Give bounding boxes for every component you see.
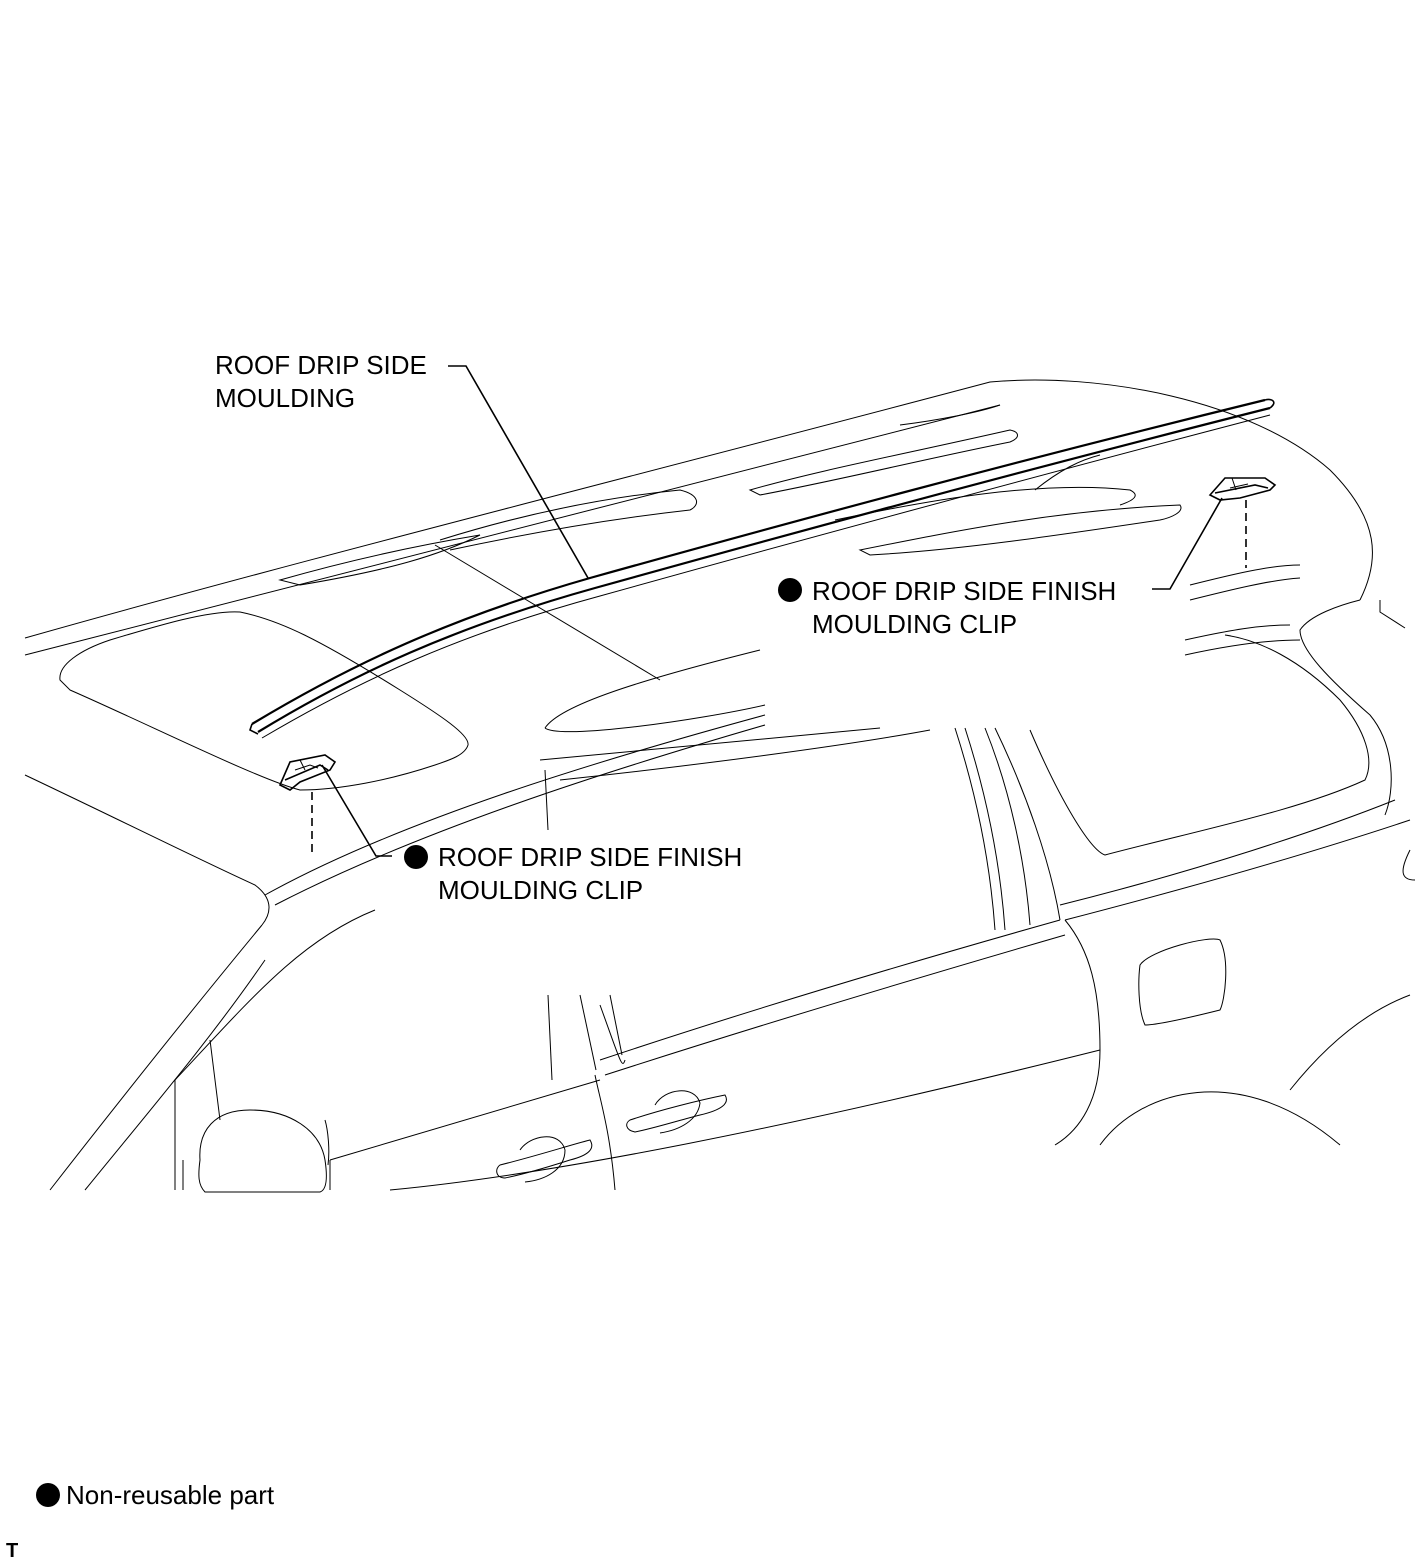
moulding-label-line1: ROOF DRIP SIDE — [215, 350, 427, 380]
clip-left-callout: ROOF DRIP SIDE FINISH MOULDING CLIP — [438, 841, 742, 907]
clip-left-label-line2: MOULDING CLIP — [438, 875, 644, 905]
roof-panels — [59, 404, 1182, 791]
black-dot-icon — [36, 1483, 60, 1507]
clip-left-part — [278, 754, 337, 791]
legend: Non-reusable part — [36, 1480, 274, 1510]
roof-drip-side-moulding-part — [249, 398, 1275, 739]
clip-right-label-line1: ROOF DRIP SIDE FINISH — [812, 576, 1117, 606]
non-reusable-dot-icon — [778, 578, 802, 602]
door-handles — [496, 1090, 727, 1183]
non-reusable-dot-icon — [404, 845, 428, 869]
clip-right-part — [1208, 477, 1277, 501]
roof-outline — [24, 379, 1406, 1191]
corner-mark: T — [6, 1540, 19, 1562]
moulding-callout: ROOF DRIP SIDE MOULDING — [215, 349, 427, 415]
legend-text: Non-reusable part — [66, 1480, 275, 1510]
moulding-label-line2: MOULDING — [215, 383, 356, 413]
vehicle-side-body — [84, 634, 1416, 1193]
clip-right-label-line2: MOULDING CLIP — [812, 609, 1018, 639]
clip-left-leader-line — [321, 764, 392, 857]
clip-right-leader-line — [1152, 497, 1223, 590]
moulding-leader-line — [448, 365, 589, 579]
clip-right-callout: ROOF DRIP SIDE FINISH MOULDING CLIP — [812, 575, 1116, 641]
roof-side-details — [264, 564, 1301, 906]
clip-left-label-line1: ROOF DRIP SIDE FINISH — [438, 842, 743, 872]
